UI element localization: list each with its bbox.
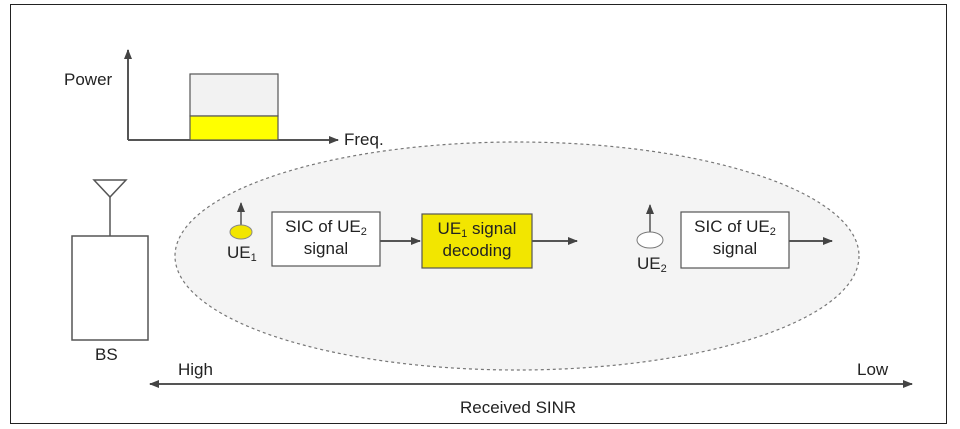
sinr-low-label: Low <box>857 360 889 379</box>
frequency-axis-label: Freq. <box>344 130 384 149</box>
ue1-sic-text: SIC of UE2 signal <box>285 217 367 258</box>
antenna-icon <box>92 179 128 199</box>
sinr-axis-caption: Received SINR <box>460 398 577 417</box>
diagram-frame <box>10 4 947 424</box>
ue1-decoding-box <box>421 213 533 269</box>
bs-box <box>71 235 149 341</box>
power-axis-label: Power <box>64 70 113 89</box>
ue2-icon <box>636 231 664 249</box>
ue2-device <box>636 204 664 249</box>
ue2-label: UE2 <box>637 254 667 275</box>
power-block-upper <box>189 73 279 117</box>
base-station <box>71 179 149 341</box>
power-frequency-chart <box>124 49 339 144</box>
ue1-label: UE1 <box>227 243 257 264</box>
power-block-lower <box>189 115 279 141</box>
bs-label: BS <box>95 345 118 364</box>
ue2-sic-box <box>680 211 790 269</box>
sinr-high-label: High <box>178 360 213 379</box>
ue1-device <box>229 202 253 240</box>
ue1-sic-box <box>271 211 381 267</box>
ue1-decoding-text: UE1 signal decoding <box>437 219 517 260</box>
ue2-sic-text: SIC of UE2 signal <box>694 217 776 258</box>
ue1-icon <box>229 224 253 240</box>
